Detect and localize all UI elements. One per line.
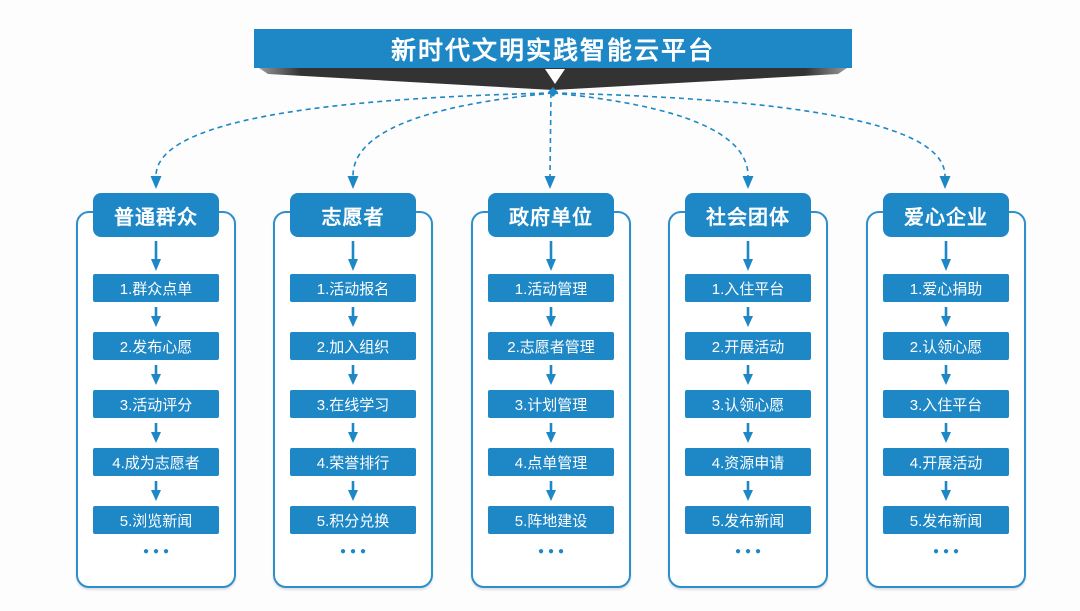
flow-step: 4.点单管理 (488, 448, 614, 476)
platform-title: 新时代文明实践智能云平台 (254, 29, 852, 68)
flow-step: 2.认领心愿 (883, 332, 1009, 360)
down-arrow-icon (941, 423, 951, 443)
flow-step: 2.发布心愿 (93, 332, 219, 360)
flow-step: 1.群众点单 (93, 274, 219, 302)
down-arrow-icon (348, 241, 358, 271)
down-arrow-icon (941, 241, 951, 271)
flow-step: 5.发布新闻 (685, 506, 811, 534)
role-column-1: 普通群众 1.群众点单 2.发布心愿 3.活动评分 4.成为志愿者 5.浏览新闻 ●●● (76, 193, 236, 588)
more-steps-ellipsis: ●●● (932, 546, 964, 557)
flow-step: 1.活动管理 (488, 274, 614, 302)
down-arrow-icon (743, 423, 753, 443)
down-arrow-icon (151, 423, 161, 443)
flow-step: 5.阵地建设 (488, 506, 614, 534)
down-arrow-icon (941, 481, 951, 501)
flow-step: 4.开展活动 (883, 448, 1009, 476)
down-arrow-icon (546, 481, 556, 501)
flow-step: 1.爱心捐助 (883, 274, 1009, 302)
connector-arrowhead-1 (150, 176, 162, 189)
down-arrow-icon (743, 481, 753, 501)
connector-origin-dot (548, 87, 558, 97)
connector-arrowhead-3 (544, 176, 556, 189)
flow-step: 5.积分兑换 (290, 506, 416, 534)
more-steps-ellipsis: ●●● (142, 546, 174, 557)
flow-step: 1.活动报名 (290, 274, 416, 302)
down-arrow-icon (546, 365, 556, 385)
flow-step: 4.成为志愿者 (93, 448, 219, 476)
flow-step: 2.志愿者管理 (488, 332, 614, 360)
connector-arrowhead-5 (939, 176, 951, 189)
connector-arrowhead-2 (347, 176, 359, 189)
down-arrow-icon (348, 307, 358, 327)
connector-arrowhead-4 (742, 176, 754, 189)
column-header: 政府单位 (488, 193, 614, 237)
down-arrow-icon (348, 365, 358, 385)
more-steps-ellipsis: ●●● (537, 546, 569, 557)
flow-step: 5.浏览新闻 (93, 506, 219, 534)
role-column-3: 政府单位 1.活动管理 2.志愿者管理 3.计划管理 4.点单管理 5.阵地建设 ●●● (471, 193, 631, 588)
more-steps-ellipsis: ●●● (339, 546, 371, 557)
flow-step: 2.开展活动 (685, 332, 811, 360)
down-arrow-icon (546, 307, 556, 327)
connector-line-2 (352, 92, 554, 177)
down-arrow-icon (743, 365, 753, 385)
flow-step: 3.在线学习 (290, 390, 416, 418)
down-arrow-icon (348, 423, 358, 443)
connector-line-1 (155, 92, 554, 177)
column-header: 爱心企业 (883, 193, 1009, 237)
flow-step: 3.活动评分 (93, 390, 219, 418)
flow-step: 4.资源申请 (685, 448, 811, 476)
down-arrow-icon (546, 241, 556, 271)
down-arrow-icon (743, 307, 753, 327)
connector-line-4 (552, 92, 749, 177)
flow-step: 3.认领心愿 (685, 390, 811, 418)
flow-step: 4.荣誉排行 (290, 448, 416, 476)
connector-line-5 (552, 92, 946, 177)
more-steps-ellipsis: ●●● (734, 546, 766, 557)
role-column-2: 志愿者 1.活动报名 2.加入组织 3.在线学习 4.荣誉排行 5.积分兑换 ●●● (273, 193, 433, 588)
role-column-5: 爱心企业 1.爱心捐助 2.认领心愿 3.入住平台 4.开展活动 5.发布新闻 ●●● (866, 193, 1026, 588)
flow-step: 3.计划管理 (488, 390, 614, 418)
flow-step: 2.加入组织 (290, 332, 416, 360)
down-arrow-icon (941, 307, 951, 327)
down-arrow-icon (151, 307, 161, 327)
down-arrow-icon (151, 365, 161, 385)
flow-step: 3.入住平台 (883, 390, 1009, 418)
flow-step: 1.入住平台 (685, 274, 811, 302)
down-arrow-icon (743, 241, 753, 271)
column-header: 社会团体 (685, 193, 811, 237)
down-arrow-icon (151, 481, 161, 501)
down-arrow-icon (151, 241, 161, 271)
column-header: 普通群众 (93, 193, 219, 237)
title-down-arrow-icon (545, 69, 565, 84)
role-column-4: 社会团体 1.入住平台 2.开展活动 3.认领心愿 4.资源申请 5.发布新闻 ●●● (668, 193, 828, 588)
flow-step: 5.发布新闻 (883, 506, 1009, 534)
down-arrow-icon (546, 423, 556, 443)
down-arrow-icon (941, 365, 951, 385)
down-arrow-icon (348, 481, 358, 501)
connector-line-3 (549, 92, 552, 177)
column-header: 志愿者 (290, 193, 416, 237)
title-ribbon (259, 68, 847, 90)
